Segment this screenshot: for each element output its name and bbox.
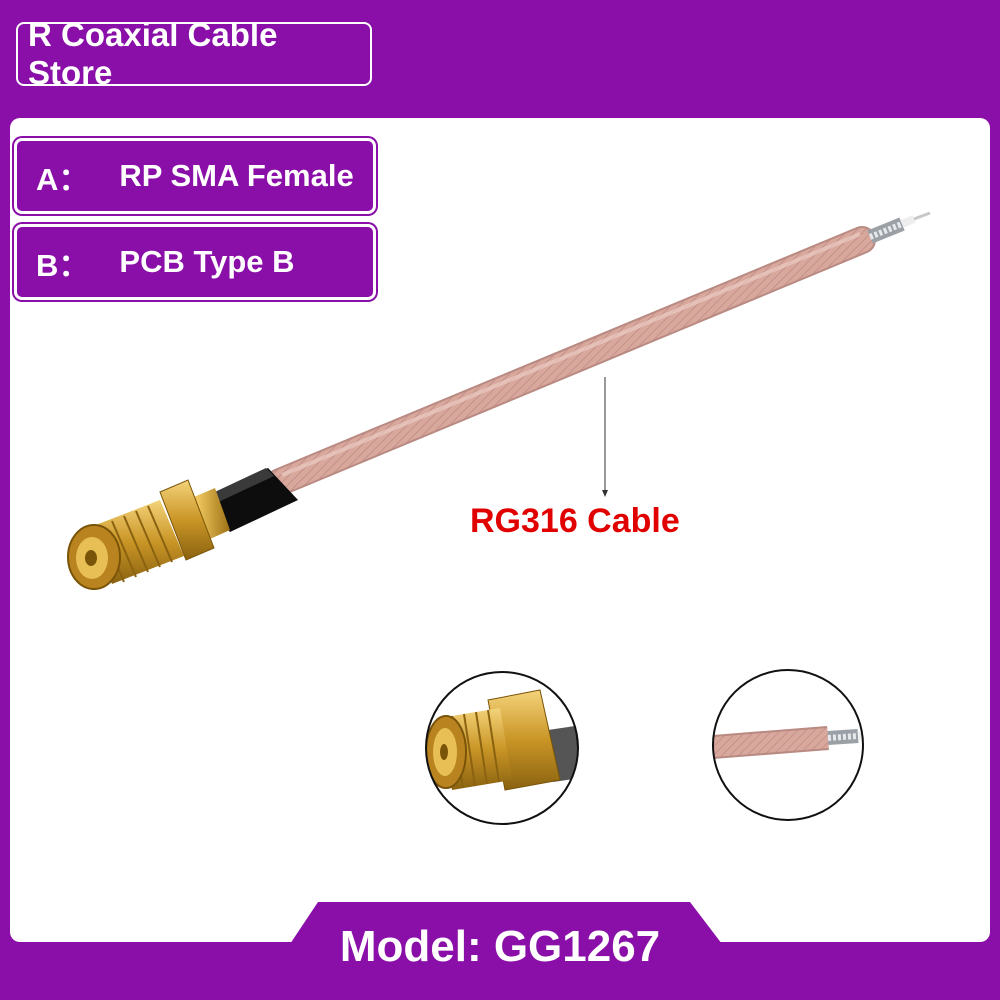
spec-connector-a: A： RP SMA Female (14, 138, 376, 214)
connector-detail-circle (425, 671, 579, 825)
spec-b-value: PCB Type B (119, 244, 295, 279)
store-name-badge: R Coaxial Cable Store (16, 16, 372, 91)
callout-arrow (602, 377, 608, 497)
model-tab-shape (10, 902, 990, 1000)
spec-b-key: B： (36, 247, 90, 283)
store-name: R Coaxial Cable Store (28, 16, 278, 91)
stripped-cable-end (867, 211, 931, 244)
spec-connector-b: B： PCB Type B (14, 224, 376, 300)
spec-a-key: A： (36, 161, 90, 197)
cable-body (266, 226, 876, 496)
spec-a-value: RP SMA Female (119, 158, 354, 193)
cable-end-detail-circle (712, 669, 864, 821)
model-number: Model: GG1267 (339, 922, 661, 971)
rp-sma-female-connector (67, 479, 230, 590)
cable-type-label: RG316 Cable (470, 502, 680, 540)
